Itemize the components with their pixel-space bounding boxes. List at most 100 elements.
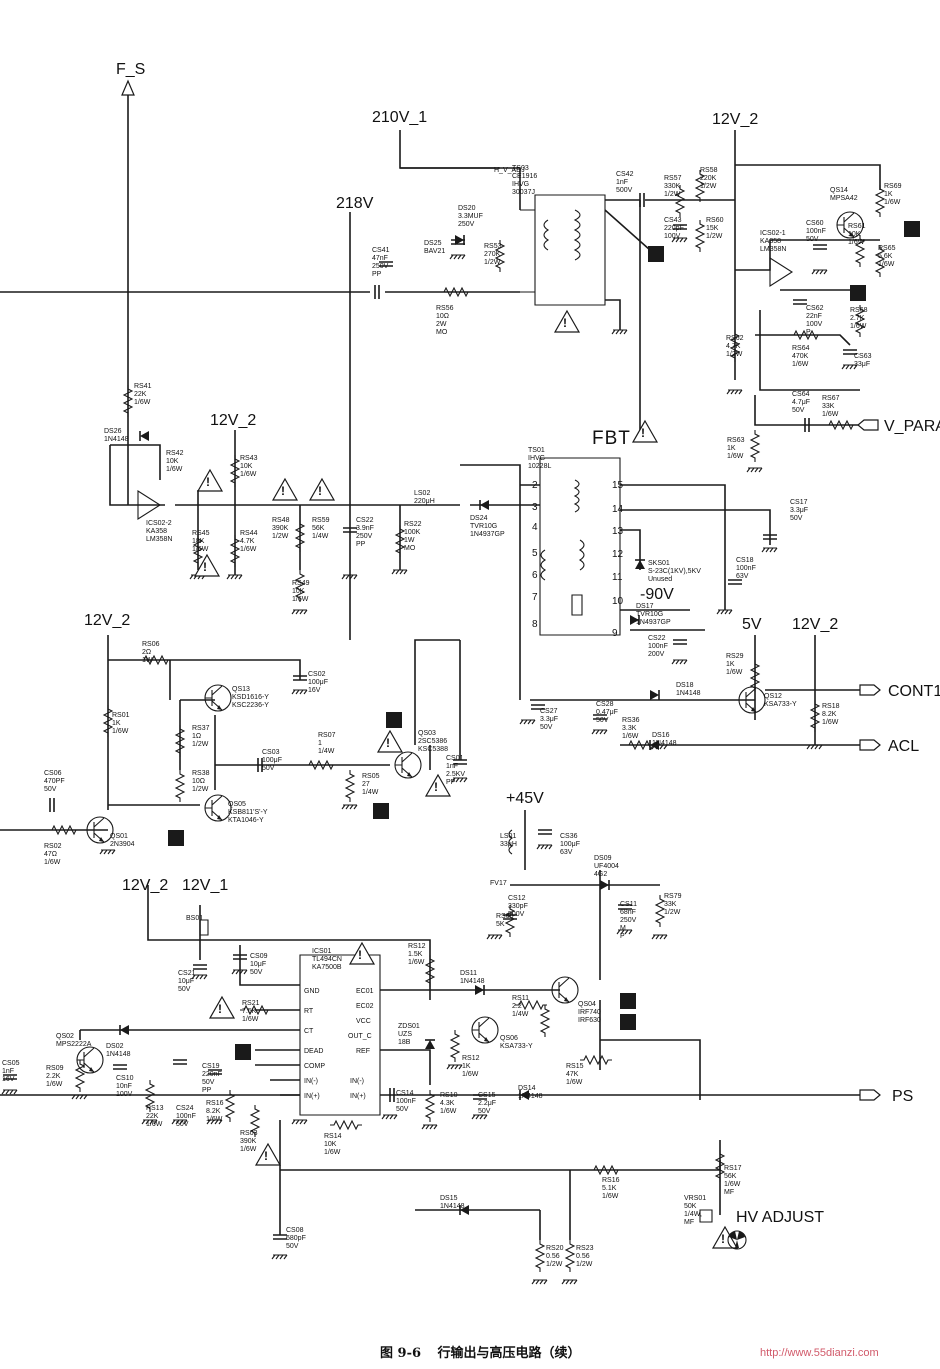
warning-mark: ! [386, 736, 390, 750]
watermark: http://www.55dianzi.com [760, 1347, 879, 1359]
net-12v-2-mid: 12V_2 [210, 412, 256, 429]
schematic-wiring [0, 95, 881, 1240]
ic-pin-label: IN(-) [304, 1078, 318, 1085]
fbt-pin: 3 [532, 502, 538, 513]
ics01-pin-labels: GND RT CT DEAD COMP IN(-) IN(+) EC01 EC0… [304, 988, 374, 1100]
schematic-components [1, 79, 920, 1285]
fbt-pin: 11 [612, 572, 623, 583]
fbt-pins: 2 3 4 5 6 7 8 9 10 11 12 13 14 15 [532, 480, 624, 639]
net-218v: 218V [336, 195, 374, 212]
warning-mark: ! [218, 1002, 222, 1016]
fbt-pin: 8 [532, 619, 538, 630]
figure-title: 行输出与高压电路（续） [437, 1346, 581, 1361]
component-label-fv17: FV17 [490, 880, 507, 887]
fbt-pin: 2 [532, 480, 538, 491]
net-210v-1: 210V_1 [372, 109, 427, 126]
warning-mark: ! [264, 1149, 268, 1163]
net-5v: 5V [742, 616, 762, 633]
ic-pin-label: EC02 [356, 1003, 374, 1010]
fbt-pin: 9 [612, 628, 618, 639]
warning-mark: ! [641, 426, 645, 440]
fbt-pin: 7 [532, 592, 538, 603]
net-plus45v: +45V [506, 790, 544, 807]
ic-pin-label: RT [304, 1008, 314, 1015]
net-12v-2-bottom: 12V_2 [122, 877, 168, 894]
net-neg90v: -90V [640, 586, 674, 603]
net-acl: ACL [888, 738, 919, 755]
warning-marks: ! ! ! ! ! ! ! ! ! ! ! ! [203, 316, 725, 1246]
net-12v-2-top: 12V_2 [712, 111, 758, 128]
ic-pin-label: OUT_C [348, 1033, 372, 1040]
fbt-pin: 13 [612, 526, 624, 537]
ic-pin-label: COMP [304, 1063, 325, 1070]
net-fbt: FBT [592, 428, 631, 449]
component-label-bs01: BS01 [186, 915, 203, 922]
ic-pin-label: IN(-) [350, 1078, 364, 1085]
ic-pin-label: EC01 [356, 988, 374, 995]
